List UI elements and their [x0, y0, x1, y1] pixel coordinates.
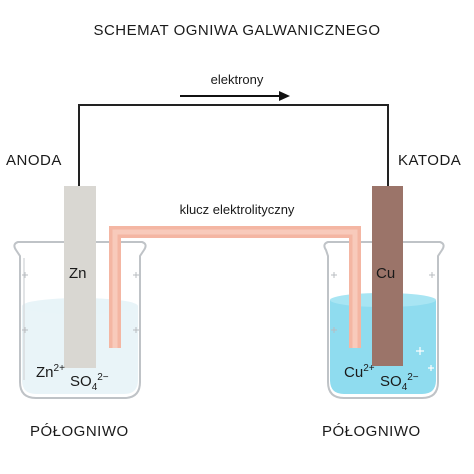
copper-electrode — [372, 186, 403, 366]
salt-bridge — [109, 226, 361, 348]
bubbles — [416, 347, 434, 371]
right-half-cell-label: PÓŁOGNIWO — [322, 423, 421, 440]
salt-bridge-label: klucz elektrolityczny — [179, 202, 295, 217]
electron-flow-arrow — [180, 91, 290, 101]
left-beaker-ticks — [22, 272, 139, 333]
left-beaker — [13, 241, 147, 399]
zinc-electrode-label: Zn — [69, 265, 87, 282]
copper-electrode-label: Cu — [376, 265, 396, 282]
right-beaker-ticks — [331, 272, 435, 333]
right-beaker — [323, 241, 445, 399]
external-wire — [78, 104, 389, 186]
zinc-ion-label: Zn2+ — [36, 363, 65, 381]
copper-ion-label: Cu2+ — [344, 363, 375, 381]
zinc-electrode — [64, 186, 96, 368]
sulfate-ion-label-right: SO42− — [380, 372, 419, 393]
electron-flow-label: elektrony — [210, 72, 264, 87]
diagram-title: SCHEMAT OGNIWA GALWANICZNEGO — [93, 22, 381, 39]
left-half-cell-label: PÓŁOGNIWO — [30, 423, 129, 440]
anode-label: ANODA — [6, 152, 62, 169]
cathode-label: KATODA — [398, 152, 462, 169]
sulfate-ion-label-left: SO42− — [70, 372, 109, 393]
